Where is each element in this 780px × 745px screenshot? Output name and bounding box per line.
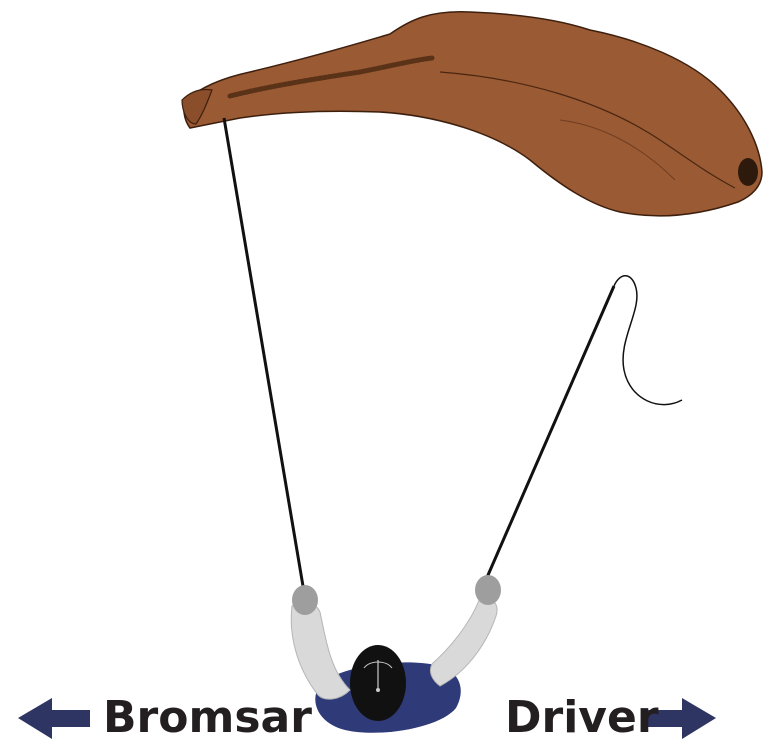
whip (485, 276, 682, 582)
right-glove (475, 575, 501, 605)
horse-tail (738, 158, 758, 186)
horse (182, 12, 762, 216)
whip-lash (614, 276, 682, 405)
brakes-label: Bromsar (103, 696, 312, 740)
left-rein (224, 118, 304, 592)
helmet-button (376, 688, 380, 692)
right-sleeve (430, 598, 497, 686)
whip-handle (485, 286, 614, 582)
left-glove (292, 585, 318, 615)
horse-body (184, 12, 762, 216)
arrow-left-icon (18, 698, 90, 739)
driver-figure (291, 575, 501, 733)
left-sleeve (291, 603, 350, 700)
drive-label: Driver (505, 696, 659, 740)
